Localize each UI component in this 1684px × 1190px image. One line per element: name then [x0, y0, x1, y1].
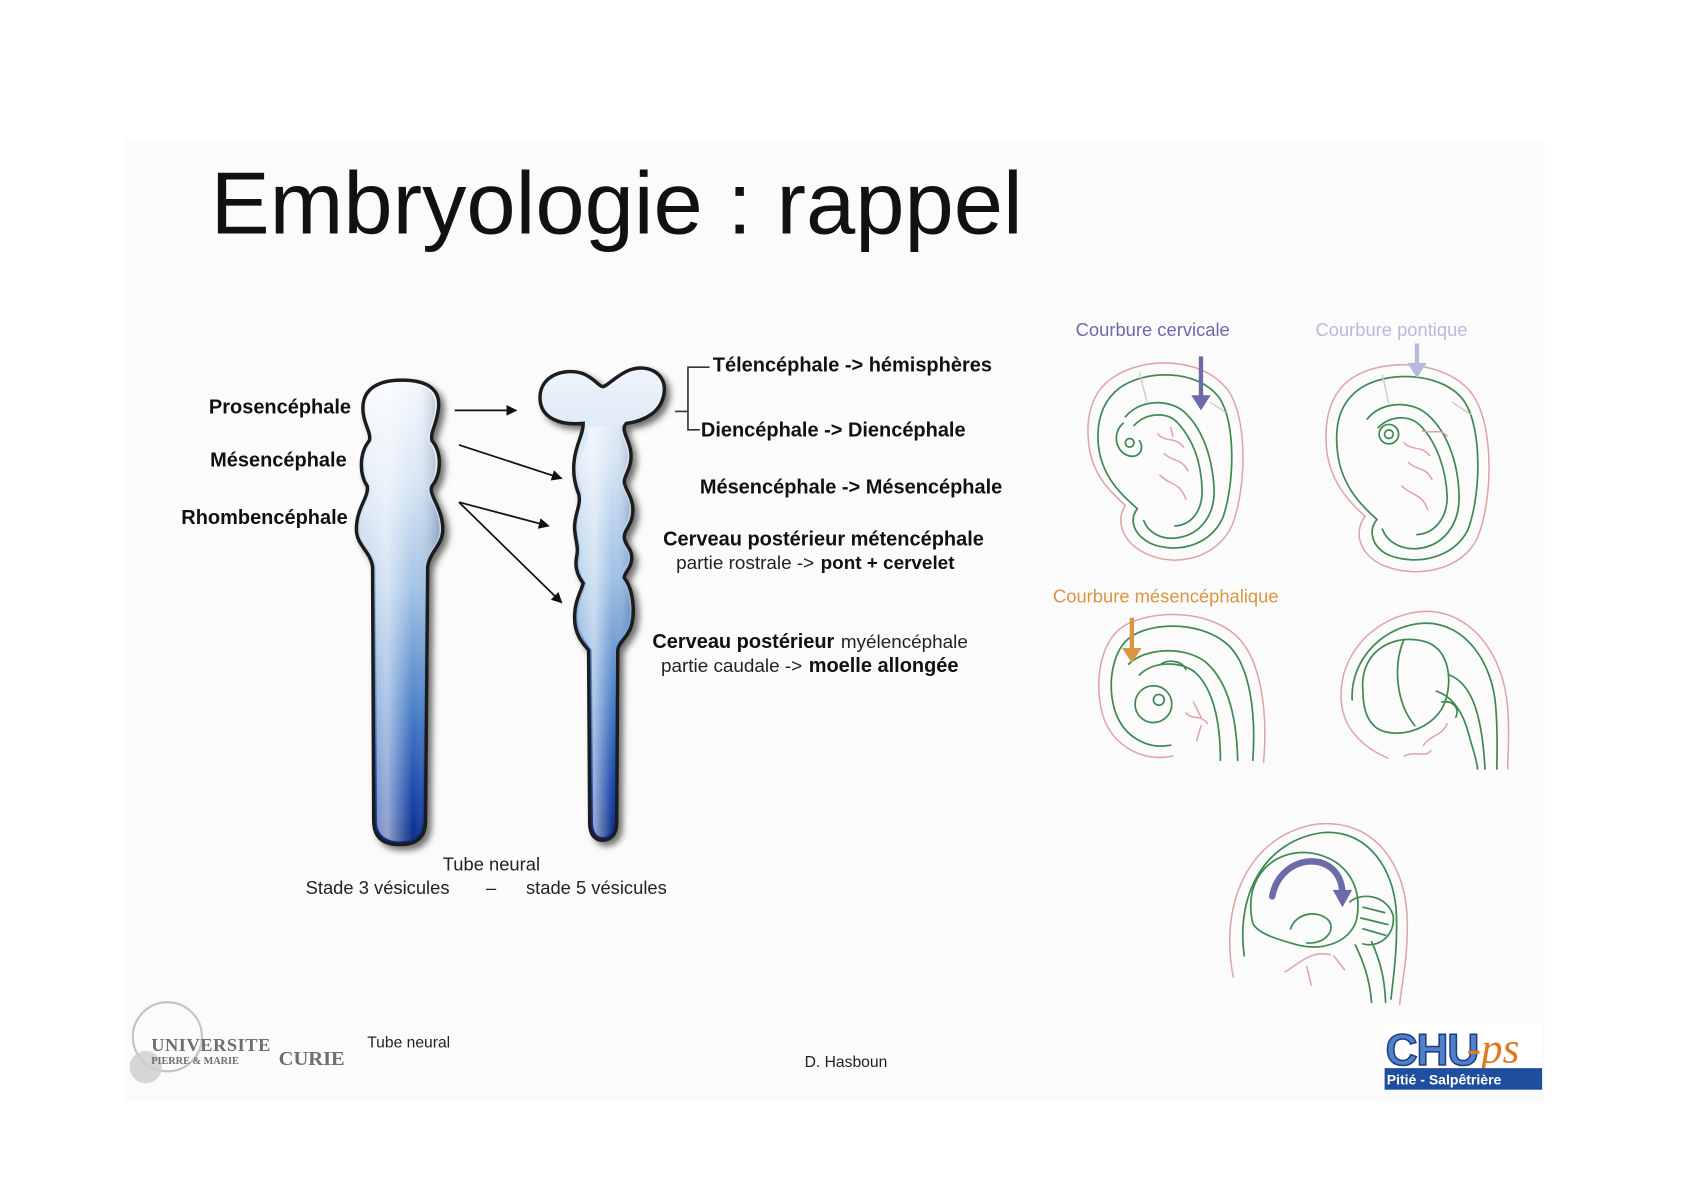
label-prosencephale: Prosencéphale [209, 397, 351, 419]
neural-outline [1351, 622, 1499, 770]
telencephale-diencephale-bracket [675, 366, 710, 431]
neural-tube-curve-inner [1133, 414, 1203, 527]
university-logo-line2: PIERRE & MARIE [151, 1056, 239, 1067]
metencephale-detail-result: pont + cervelet [821, 553, 956, 574]
neural-tube-curve-inner [1138, 663, 1222, 762]
arrow-rhombencephale-rostral [458, 501, 550, 529]
embryo-outline [1340, 610, 1510, 770]
neural-tube-curve [1366, 403, 1460, 550]
neural-outline [1097, 374, 1233, 549]
label-courbure-mesencephalique: Courbure mésencéphalique [1053, 586, 1279, 607]
label-myelencephale-detail: partie caudale -> moelle allongée [661, 655, 959, 677]
face-lines [1284, 953, 1346, 986]
hemisphere-inner [1396, 638, 1416, 727]
optic-vesicle [1124, 437, 1135, 448]
university-logo-line3: CURIE [279, 1048, 345, 1070]
embryo-outline [1229, 822, 1409, 1006]
tube-3-shine [359, 383, 440, 842]
neural-tube-curve [1127, 649, 1239, 762]
label-rhombencephale: Rhombencéphale [181, 507, 347, 529]
arrow-mesencephale [458, 444, 563, 481]
university-logo-line1: UNIVERSITE [151, 1035, 271, 1055]
embryo-drawing-pontine [1325, 343, 1490, 573]
metencephale-detail-prefix: partie rostrale -> [676, 553, 814, 574]
arrow-rhombencephale-caudal [458, 501, 563, 604]
myelencephale-detail-prefix: partie caudale -> [661, 656, 802, 677]
midbrain-bulge [1160, 660, 1187, 671]
label-metencephale-heading: Cerveau postérieur métencéphale [663, 528, 984, 550]
neural-tube-5-vesicles [538, 366, 666, 842]
label-mesencephale-stage5: Mésencéphale -> Mésencéphale [700, 477, 1002, 499]
university-logo: UNIVERSITE PIERRE & MARIE CURIE [129, 1001, 345, 1084]
pontine-flexure-arrow [1407, 343, 1427, 378]
footer-author: D. Hasboun [805, 1054, 888, 1071]
diencephalon [1289, 913, 1332, 944]
hospital-logo: CHU -ps Pitié - Salpêtrière [1384, 1023, 1543, 1091]
myelencephale-heading-bold: Cerveau postérieur [652, 631, 834, 653]
cerebellum [1349, 895, 1395, 946]
myelencephale-heading-regular: myélencéphale [841, 632, 968, 653]
cervical-flexure-arrow [1191, 356, 1211, 411]
pharyngeal-lines [1157, 426, 1189, 500]
eye [1152, 693, 1166, 707]
hospital-logo-suffix: -ps [1467, 1026, 1520, 1073]
label-diencephale: Diencéphale -> Diencéphale [701, 419, 966, 441]
brainstem [1354, 940, 1387, 1004]
slide-title: Embryologie : rappel [211, 153, 1023, 252]
label-myelencephale-heading: Cerveau postérieur myélencéphale [652, 631, 968, 653]
embryo-outline [1087, 362, 1244, 561]
eye-outer [1378, 423, 1400, 445]
hemisphere [1249, 851, 1359, 948]
label-mesencephale: Mésencéphale [210, 450, 347, 472]
label-metencephale-detail: partie rostrale -> pont + cervelet [676, 553, 955, 574]
label-courbure-pontique: Courbure pontique [1315, 319, 1467, 340]
neural-tube-curve [1124, 401, 1215, 540]
pharyngeal-lines [1185, 701, 1209, 742]
embryo-drawing-fetal-brain [1340, 610, 1510, 770]
hemisphere-rotation-arrow [1269, 858, 1353, 908]
slide-background [124, 140, 1545, 1102]
embryo-drawing-brain-rotation [1229, 822, 1409, 1006]
neural-outline [1242, 831, 1398, 1000]
caption-stage3: Stade 3 vésicules [306, 877, 450, 898]
mesencephalic-flexure-arrow [1122, 617, 1142, 664]
hospital-logo-name: Pitié - Salpêtrière [1387, 1071, 1502, 1087]
caption-stage5: stade 5 vésicules [526, 877, 667, 898]
guide-lines [1381, 374, 1472, 416]
label-courbure-cervicale: Courbure cervicale [1076, 319, 1230, 340]
embryo-drawing-mesencephalic [1098, 613, 1266, 764]
face-lines [1403, 722, 1448, 757]
myelencephale-detail-result: moelle allongée [809, 655, 959, 677]
label-telencephale: Télencéphale -> hémisphères [713, 355, 992, 377]
pharyngeal-lines [1401, 430, 1448, 511]
head-vesicle [1115, 422, 1143, 458]
neural-outline [1335, 375, 1479, 561]
embryo-drawing-cervical [1087, 356, 1244, 561]
neural-outline [1110, 625, 1255, 762]
embryo-outline [1325, 364, 1490, 573]
tube-5-shine [577, 424, 630, 838]
caption-separator: – [486, 877, 497, 898]
embryo-outline [1098, 613, 1266, 764]
neural-tube-curve-inner [1377, 416, 1449, 536]
caption-title: Tube neural [443, 853, 540, 874]
eye-inner [1383, 428, 1395, 440]
head-vesicle [1134, 684, 1173, 724]
hospital-logo-acronym: CHU [1386, 1026, 1479, 1075]
neural-tube-3-vesicles [354, 378, 445, 847]
brainstem [1435, 674, 1486, 770]
guide-lines [1138, 372, 1227, 414]
footer-topic: Tube neural [367, 1035, 450, 1052]
